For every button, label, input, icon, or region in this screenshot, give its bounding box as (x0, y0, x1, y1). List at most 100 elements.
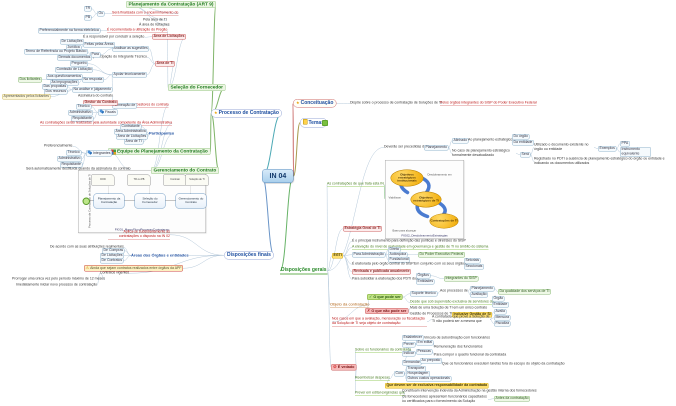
topic-F9[interactable]: Prorrogar uma única vez pelo período máx… (12, 277, 105, 281)
topic-S18[interactable]: Aos questionamentos (46, 74, 83, 80)
topic-E1[interactable]: Integrantes (86, 150, 113, 157)
topic-S23[interactable]: Dos recursos (44, 89, 68, 95)
topic-G5[interactable]: Técnico (76, 104, 92, 110)
topic-V19[interactable]: Prever em edital exigências que (355, 391, 405, 396)
topic-S14[interactable]: Apoiar tecnicamente (112, 72, 147, 78)
topic-O13[interactable]: Inclusive Gestão de SI (452, 312, 493, 318)
topic-R27[interactable]: Setoriais (464, 258, 481, 264)
topic-R24[interactable]: Do Poder Executivo Federal (418, 252, 465, 258)
topic-R29[interactable]: Revisada e publicada anualmente (352, 269, 412, 275)
topic-R4[interactable]: Planejamento (424, 145, 449, 151)
topic-E4[interactable]: Administrativo (57, 156, 82, 162)
header-selecao-do-fornecedor[interactable]: Seleção do Fornecedor (168, 84, 226, 91)
topic-V14[interactable]: Com (394, 371, 405, 377)
topic-V5[interactable]: Em edital (416, 340, 434, 346)
topic-O5[interactable]: Avaliação (470, 292, 489, 298)
topic-V18[interactable]: Que devem ser de exclusiva responsabilid… (385, 383, 489, 389)
topic-R3[interactable]: Deverão ser precedidas de (384, 145, 426, 149)
topic-R28[interactable]: Seccionais (464, 264, 484, 270)
topic-R7[interactable]: Do órgão (512, 134, 530, 140)
topic-V12[interactable]: Que os funcionários executem tarefas for… (442, 362, 565, 366)
topic-V9[interactable]: Para compor o quadro funcional da contra… (434, 353, 506, 357)
topic-R19[interactable]: A elevação do nível de maturidade em gov… (352, 245, 489, 250)
topic-S15[interactable]: Pregoeiro (70, 61, 89, 67)
topic-O10[interactable]: ✗O que não pode ser (365, 308, 409, 314)
topic-R17[interactable]: EGTI (332, 253, 344, 259)
topic-R5[interactable]: Alinhado (452, 138, 469, 144)
topic-G2[interactable]: Assinatura do contrato (78, 94, 113, 98)
topic-S1[interactable]: É recomendada a utilização do Pregão (107, 28, 168, 33)
topic-S5[interactable]: Área de TI (155, 61, 175, 67)
topic-R16[interactable]: Estratégia Geral de TI (343, 226, 382, 232)
topic-R8[interactable]: Da entidade (512, 140, 534, 146)
topic-P2[interactable]: Ou (97, 11, 105, 17)
topic-V7[interactable]: Indicar (402, 351, 416, 357)
topic-F8[interactable]: Contratos vigentes (100, 271, 129, 275)
branch-disposicoes-gerais[interactable]: Disposições gerais (280, 267, 328, 275)
topic-S20[interactable]: Dos licitantes (18, 77, 42, 83)
topic-R1[interactable]: As contratações de que trata esta IN (327, 182, 384, 187)
topic-R26[interactable]: Em conjunto com os seus órgãos (414, 262, 466, 266)
topic-S4[interactable]: É a responsável por conduzir a seleção (83, 35, 144, 39)
topic-O3[interactable]: Aos processos de (440, 289, 468, 293)
topic-S8[interactable]: Feitas pelas Áreas (83, 42, 115, 48)
topic-G1[interactable]: Nomeação de (112, 103, 137, 109)
topic-F3[interactable]: De acordo com as suas atribuições regime… (50, 245, 124, 249)
topic-S24[interactable]: Apresentados pelos licitantes (2, 94, 51, 100)
topic-G3[interactable]: Gestor do Contrato (83, 100, 119, 106)
topic-P5[interactable]: Pela área de TI (143, 18, 167, 22)
topic-P3[interactable]: TR (84, 6, 92, 12)
topic-R30[interactable]: Para subsidiar a elaboração dos PDTI dos (352, 277, 418, 281)
topic-P6[interactable]: À área de licitações (139, 23, 170, 27)
topic-O0[interactable]: Objeto da contratação (330, 302, 370, 308)
topic-R31[interactable]: Órgãos (416, 273, 431, 279)
topic-G8[interactable]: As contratações serão realizadas pela au… (40, 121, 173, 126)
topic-R12[interactable]: Exemplos (598, 146, 617, 152)
topic-O11[interactable]: Mais de uma Solução de TI em um único co… (410, 306, 487, 310)
branch-disposicoes-finais[interactable]: Disposições finais (224, 251, 274, 260)
topic-V6[interactable]: Remuneração dos funcionários (434, 345, 482, 349)
topic-V21[interactable]: Os fornecedores apresentem funcionários … (402, 395, 488, 404)
topic-G4[interactable]: Fiscais (98, 109, 118, 116)
topic-F2[interactable]: Áreas dos Órgãos e entidades (131, 253, 189, 258)
topic-O9[interactable]: Entidade (492, 302, 509, 308)
topic-S12[interactable]: Termo de Referência ou Projeto Básico (24, 49, 88, 55)
topic-R6[interactable]: Ao planejamento estratégico (468, 138, 512, 142)
topic-R11[interactable]: Utilizado o documento existente no órgão… (534, 143, 594, 152)
topic-S7[interactable]: Analisar as sugestões (112, 46, 150, 52)
topic-V2[interactable]: Estabelecer (402, 335, 424, 341)
topic-S9[interactable]: De Licitações (60, 39, 85, 45)
temas-legend-swatch[interactable] (322, 120, 328, 126)
topic-E3[interactable]: Técnico (66, 150, 82, 156)
topic-S2[interactable]: Preferencialmente na forma eletrônica (38, 28, 101, 34)
topic-R32[interactable]: Entidades (416, 279, 435, 285)
topic-R9[interactable]: No caso de planejamento estratégico form… (452, 149, 516, 158)
topic-S13[interactable]: Demais documentos (57, 55, 92, 61)
topic-F7[interactable]: ⚠Ainda que sejam contratos realizados en… (84, 265, 184, 272)
topic-R13[interactable]: PPA (620, 141, 630, 147)
topic-S11[interactable]: Para (90, 52, 101, 58)
topic-R15[interactable]: Registrado no PDTI a ausência de planeja… (534, 157, 666, 166)
topic-V3[interactable]: Vínculo de subordinação com funcionários (424, 336, 490, 340)
topic-S16[interactable]: Comissão de Licitação (55, 67, 94, 73)
topic-O8[interactable]: Órgão (492, 296, 505, 302)
topic-R18[interactable]: É o principal instrumento para definição… (352, 239, 466, 243)
topic-V11[interactable]: Ao preposto (420, 358, 442, 364)
topic-O4[interactable]: Planejamento (470, 286, 495, 292)
header-equipe-de-planejamento[interactable]: Equipe de Planejamento da Contratação (108, 148, 211, 155)
topic-O12[interactable]: Gestão de Processos de TI (410, 312, 452, 316)
topic-R14[interactable]: Instrumento equivalente (620, 147, 651, 157)
topic-O2[interactable]: Suporte técnico (410, 291, 438, 297)
topic-E5[interactable]: Requisitante (60, 162, 83, 168)
topic-O15[interactable]: A contratada que provê a Solução de TI n… (432, 315, 490, 324)
topic-R20[interactable]: Para Administração (352, 252, 386, 258)
topic-R33[interactable]: Integrantes do SISP (444, 276, 479, 282)
topic-C2[interactable]: Pelos órgãos integrantes do SISP do Pode… (440, 101, 537, 106)
topic-O17[interactable]: Mensura (494, 315, 511, 321)
topic-O14[interactable]: Nos casos em que a avaliação, mensuração… (332, 317, 427, 327)
topic-O18[interactable]: Fiscaliza (494, 321, 511, 327)
topic-O1[interactable]: ✓O que pode ser (367, 294, 403, 300)
topic-V22[interactable]: Antes da contratação (494, 396, 531, 402)
topic-V0[interactable]: ⊘É vedado (331, 364, 357, 371)
topic-E2[interactable]: Preferencialmente (44, 144, 72, 148)
